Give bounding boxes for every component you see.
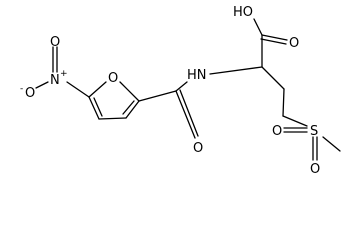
bond-c5-nitro-n xyxy=(66,81,90,98)
nitro-oxygen-anion-charge: - xyxy=(20,84,23,94)
bond-furan-o1-c5 xyxy=(88,81,107,98)
nitro-oxygen-top-label: O xyxy=(50,35,60,50)
furan-oxygen-label: O xyxy=(108,71,118,86)
nitro-nitrogen-charge: + xyxy=(60,69,68,79)
nitro-nitrogen-label: N xyxy=(50,73,60,88)
sulfonyl-oxygen-bottom-label: O xyxy=(310,162,320,177)
hydroxyl-label: HO xyxy=(233,5,253,20)
bond-furan-c3-c2 xyxy=(125,100,140,119)
bond-acid-c-oh xyxy=(253,18,263,36)
sulfonyl-oxygen-left-label: O xyxy=(272,124,282,139)
amide-carbonyl-oxygen-label: O xyxy=(193,141,203,156)
bond-s-methyl xyxy=(322,136,341,152)
bond-calpha-cbeta xyxy=(261,66,285,90)
amide-nitrogen-label: HN xyxy=(187,68,207,83)
bond-calpha-n xyxy=(209,66,263,75)
structure-canvas: HO O HN O O N + O O - S O O xyxy=(20,5,341,177)
bond-furan-c3-c2-inner xyxy=(122,100,135,115)
bond-acid-c-o-double-b xyxy=(260,38,287,45)
bond-n-carbonyl-c xyxy=(175,81,188,92)
bond-furan-c5-c4 xyxy=(88,96,100,120)
acid-carbonyl-oxygen-label: O xyxy=(289,36,299,51)
bond-cbeta-cgamma xyxy=(282,88,285,117)
bond-furan-c5-c4-inner xyxy=(93,97,103,117)
atom-labels: HO O HN O O N + O O - S O O xyxy=(20,5,320,177)
bond-carbonyl-c-furan-c2 xyxy=(138,90,177,102)
bond-acid-c-o-double-a xyxy=(261,34,288,41)
sulfur-label: S xyxy=(310,124,318,139)
bond-nitro-n-o-anion xyxy=(35,81,49,89)
molecule-drawing: HO O HN O O N + O O - S O O xyxy=(20,5,341,177)
bond-furan-c2-o1 xyxy=(119,81,140,102)
bond-amide-c-o-double-a xyxy=(175,90,196,139)
bonds xyxy=(35,18,341,161)
nitro-oxygen-anion-label: O xyxy=(25,86,35,101)
bond-cgamma-s xyxy=(282,115,308,127)
bond-amide-c-o-double-b xyxy=(179,89,199,137)
bond-furan-c4-c3 xyxy=(98,117,127,120)
